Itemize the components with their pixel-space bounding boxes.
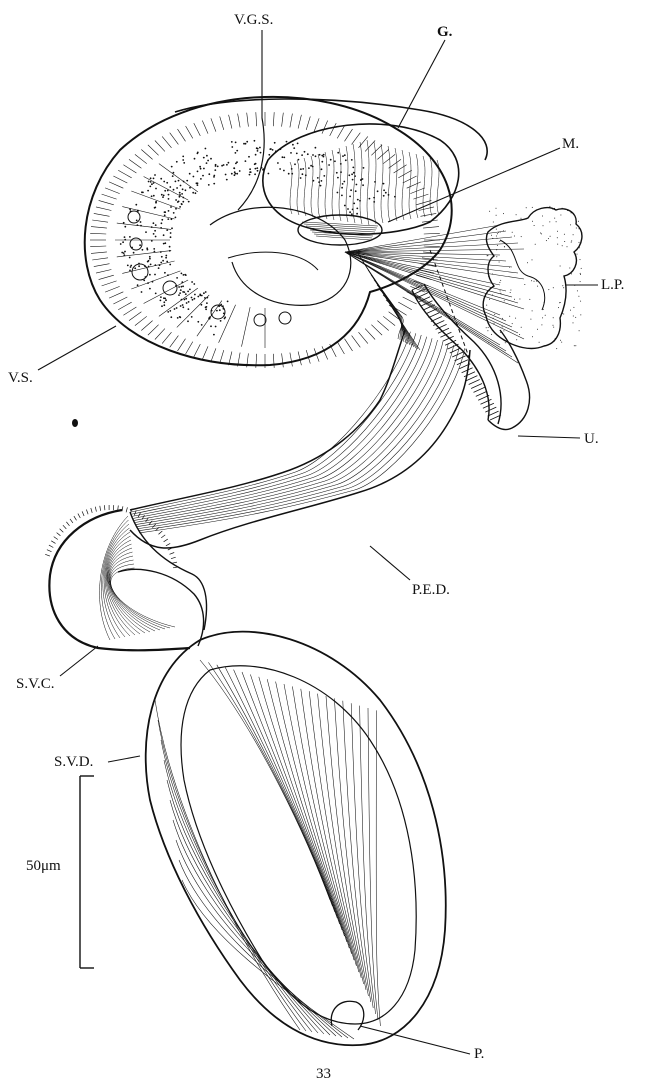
label-lp: L.P. [601, 277, 624, 293]
ventral-sucker [85, 97, 452, 368]
scale-bar: 50μm [26, 776, 94, 968]
seminal-vesicle-distal [146, 632, 446, 1046]
label-svc: S.V.C. [16, 676, 55, 692]
ventrogenital-sac [175, 99, 487, 210]
ejaculatory-duct [130, 330, 470, 548]
label-m: M. [562, 136, 579, 152]
label-ped: P.E.D. [412, 582, 450, 598]
nuclei-row [128, 211, 291, 326]
muscle [298, 215, 382, 245]
label-vgs: V.G.S. [234, 12, 273, 28]
label-vs: V.S. [8, 370, 33, 386]
figure-number: 33 [316, 1066, 331, 1082]
lobed-process [483, 206, 582, 349]
label-u: U. [584, 431, 599, 447]
label-g: G. [437, 24, 453, 40]
label-svd: S.V.D. [54, 754, 93, 770]
scale-bar-label: 50μm [26, 858, 61, 874]
stray-mark [72, 419, 78, 427]
label-p: P. [474, 1046, 484, 1062]
